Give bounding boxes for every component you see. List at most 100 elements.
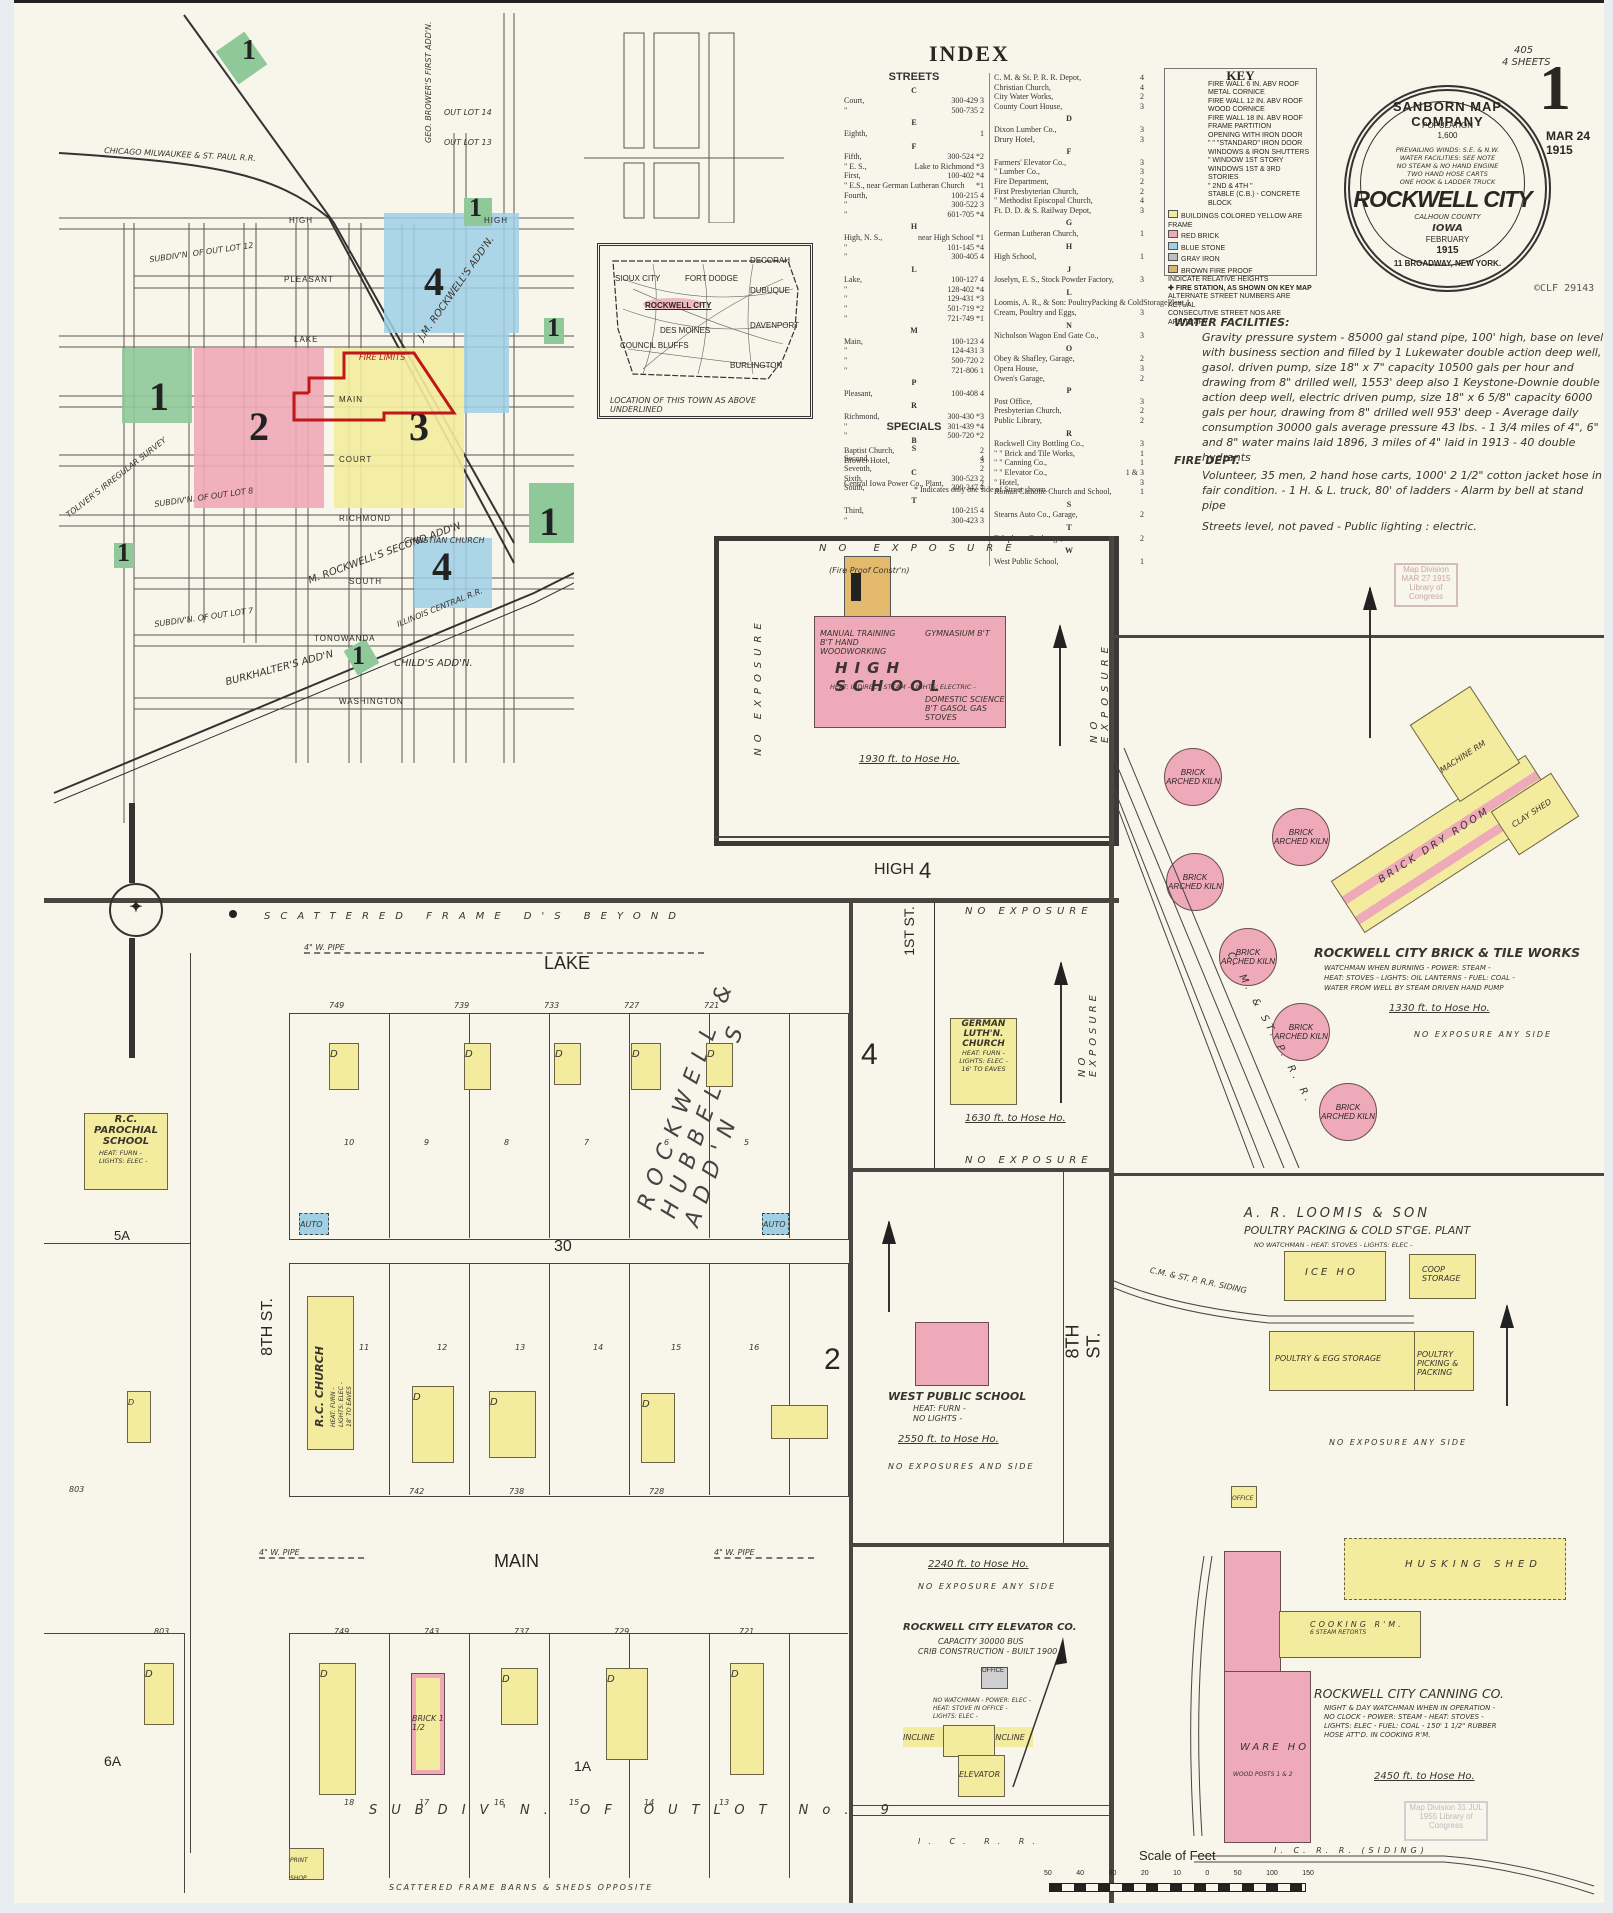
dwelling[interactable]: D xyxy=(127,1391,151,1443)
dwelling[interactable]: D xyxy=(319,1663,356,1795)
index-entry[interactable]: " Lumber Co.,3 xyxy=(994,167,1144,177)
index-entry[interactable]: Farmers' Elevator Co.,3 xyxy=(994,157,1144,167)
index-entry[interactable]: "101-145 *4 xyxy=(844,242,984,252)
high-school-building[interactable]: MANUAL TRAINING B'T HAND WOODWORKING GYM… xyxy=(814,616,1006,728)
dwelling[interactable]: D xyxy=(412,1386,454,1463)
index-entry[interactable]: "500-720 2 xyxy=(844,356,984,366)
index-entry[interactable]: Fifth,300-524 *2 xyxy=(844,152,984,162)
index-entry[interactable]: Owen's Garage,2 xyxy=(994,373,1144,383)
index-entry[interactable]: Stearns Auto Co., Garage,2 xyxy=(994,510,1144,520)
index-entry[interactable]: Third,100-215 4 xyxy=(844,506,984,516)
index-entry[interactable]: Roman Catholic Church and School,1 xyxy=(994,487,1144,497)
index-entry[interactable]: First Presbyterian Church,2 xyxy=(994,186,1144,196)
index-entry[interactable]: Pleasant,100-408 4 xyxy=(844,388,984,398)
poultry-picking[interactable]: POULTRY PICKING & PACKING xyxy=(1414,1331,1474,1391)
sheet-4-area-east[interactable] xyxy=(464,333,509,413)
sheet-1-high-school[interactable] xyxy=(464,198,492,226)
sheet-4-area[interactable] xyxy=(384,213,519,333)
canning-office[interactable]: OFFICE xyxy=(1231,1486,1257,1508)
husking-shed[interactable]: HUSKING SHED xyxy=(1344,1538,1566,1600)
index-entry[interactable]: "500-720 *2 xyxy=(844,431,984,441)
elevator-tower[interactable]: ELEVATOR xyxy=(958,1755,1005,1797)
index-entry[interactable]: Post Office,3 xyxy=(994,396,1144,406)
auto-garage[interactable]: AUTO xyxy=(762,1213,789,1235)
index-entry[interactable]: Drury Hotel,3 xyxy=(994,134,1144,144)
index-entry[interactable]: " " Elevator Co.,1 & 3 xyxy=(994,467,1144,477)
sheet-1-canning[interactable] xyxy=(529,483,574,543)
index-entry[interactable]: Dixon Lumber Co.,3 xyxy=(994,124,1144,134)
index-entry[interactable]: "300-423 3 xyxy=(844,515,984,525)
index-entry[interactable]: "500-735 2 xyxy=(844,105,984,115)
index-entry[interactable]: Ft. D. D. & S. Railway Depot,3 xyxy=(994,205,1144,215)
index-entry[interactable]: "129-431 *3 xyxy=(844,294,984,304)
index-entry[interactable]: " E. S.,Lake to Richmond *3 xyxy=(844,161,984,171)
index-entry[interactable]: " " Canning Co.,1 xyxy=(994,458,1144,468)
index-entry[interactable]: "601-705 *4 xyxy=(844,209,984,219)
index-entry[interactable]: County Court House,3 xyxy=(994,101,1144,111)
dwelling[interactable]: D xyxy=(144,1663,174,1725)
index-entry[interactable]: Sixth,300-523 2 xyxy=(844,473,984,483)
kiln[interactable]: BRICK ARCHED KILN xyxy=(1272,808,1330,866)
index-entry[interactable]: " Methodist Episcopal Church,4 xyxy=(994,196,1144,206)
kiln[interactable]: BRICK ARCHED KILN xyxy=(1164,748,1222,806)
sheet-1-luth-church[interactable] xyxy=(544,318,564,344)
index-entry[interactable]: Presbyterian Church,2 xyxy=(994,406,1144,416)
sheet-4-south-area[interactable] xyxy=(414,538,492,608)
kiln[interactable]: BRICK ARCHED KILN xyxy=(1219,928,1277,986)
index-entry[interactable]: High, N. S.,near High School *1 xyxy=(844,232,984,242)
rc-church[interactable]: R.C. CHURCH HEAT: FURN - LIGHTS: ELEC - … xyxy=(307,1296,354,1450)
index-entry[interactable]: "128-402 *4 xyxy=(844,284,984,294)
index-entry[interactable]: Nicholson Wagon End Gate Co.,3 xyxy=(994,331,1144,341)
index-entry[interactable]: German Lutheran Church,1 xyxy=(994,228,1144,238)
sheet-1-west-school[interactable] xyxy=(114,543,134,568)
index-entry[interactable]: West Public School,1 xyxy=(994,556,1144,566)
coop-storage[interactable]: COOP STORAGE xyxy=(1409,1254,1476,1299)
kiln[interactable]: BRICK ARCHED KILN xyxy=(1319,1083,1377,1141)
index-entry[interactable]: "301-439 *4 xyxy=(844,421,984,431)
parochial-school[interactable]: R.C. PAROCHIAL SCHOOL HEAT: FURN - LIGHT… xyxy=(84,1113,168,1190)
index-entry[interactable]: Loomis, A. R., & Son: PoultryPacking & C… xyxy=(994,298,1191,308)
elevator-office[interactable]: OFFICE xyxy=(981,1667,1008,1689)
dwelling[interactable] xyxy=(771,1405,828,1439)
index-entry[interactable]: Joselyn, E. S., Stock Powder Factory,3 xyxy=(994,275,1144,285)
incline-left[interactable]: INCLINE xyxy=(903,1727,943,1747)
index-entry[interactable]: Public Library,2 xyxy=(994,416,1144,425)
index-entry[interactable]: High School,1 xyxy=(994,252,1144,262)
kiln[interactable]: BRICK ARCHED KILN xyxy=(1166,853,1224,911)
cooking-room[interactable]: COOKING R'M.6 STEAM RETORTS xyxy=(1279,1611,1421,1658)
index-entry[interactable]: "300-405 4 xyxy=(844,252,984,262)
dwelling[interactable]: D xyxy=(631,1043,661,1090)
index-entry[interactable]: " " Brick and Tile Works,1 xyxy=(994,448,1144,458)
index-entry[interactable]: South,300-347 4 xyxy=(844,483,984,493)
index-entry[interactable]: Baptist Church,2 xyxy=(844,446,984,456)
index-entry[interactable]: Fire Department,2 xyxy=(994,176,1144,186)
incline-right[interactable]: INCLINE xyxy=(993,1727,1033,1747)
index-entry[interactable]: " Hotel,3 xyxy=(994,477,1144,487)
sheet-3-area[interactable] xyxy=(334,348,464,508)
auto-garage[interactable]: AUTO xyxy=(299,1213,329,1235)
index-entry[interactable]: Seventh,2 xyxy=(844,463,984,473)
dwelling[interactable]: D xyxy=(606,1668,648,1760)
index-entry[interactable]: Second,4 xyxy=(844,454,984,464)
index-entry[interactable]: C. M. & St. P. R. R. Depot,4 xyxy=(994,73,1144,82)
index-entry[interactable]: Christian Church,4 xyxy=(994,82,1144,92)
index-entry[interactable]: Rockwell City Bottling Co.,3 xyxy=(994,439,1144,449)
index-entry[interactable]: "721-806 1 xyxy=(844,365,984,375)
dwelling[interactable]: D xyxy=(706,1043,733,1087)
sheet-1-catholic-area[interactable] xyxy=(122,348,192,423)
luth-church-building[interactable]: GERMAN LUTH'N. CHURCH HEAT: FURN - LIGHT… xyxy=(950,1018,1017,1105)
dwelling[interactable]: D xyxy=(464,1043,491,1090)
index-entry[interactable]: First,100-402 *4 xyxy=(844,171,984,181)
poultry-storage[interactable]: POULTRY & EGG STORAGE xyxy=(1269,1331,1416,1391)
index-entry[interactable]: Cream, Poultry and Eggs,3 xyxy=(994,308,1144,318)
kiln[interactable]: BRICK ARCHED KILN xyxy=(1272,1003,1330,1061)
west-school-building[interactable] xyxy=(915,1322,989,1386)
brick-dwelling[interactable]: BRICK 1 1/2 xyxy=(411,1673,445,1775)
index-entry[interactable]: "501-719 *2 xyxy=(844,304,984,314)
index-entry[interactable]: "124-431 3 xyxy=(844,346,984,356)
index-entry[interactable]: Brower Hotel,3 xyxy=(844,455,984,465)
index-entry[interactable]: Main,100-123 4 xyxy=(844,336,984,346)
index-entry[interactable]: "721-749 *1 xyxy=(844,313,984,323)
dwelling[interactable]: D xyxy=(501,1668,538,1725)
ice-house[interactable]: ICE HO xyxy=(1284,1251,1386,1301)
